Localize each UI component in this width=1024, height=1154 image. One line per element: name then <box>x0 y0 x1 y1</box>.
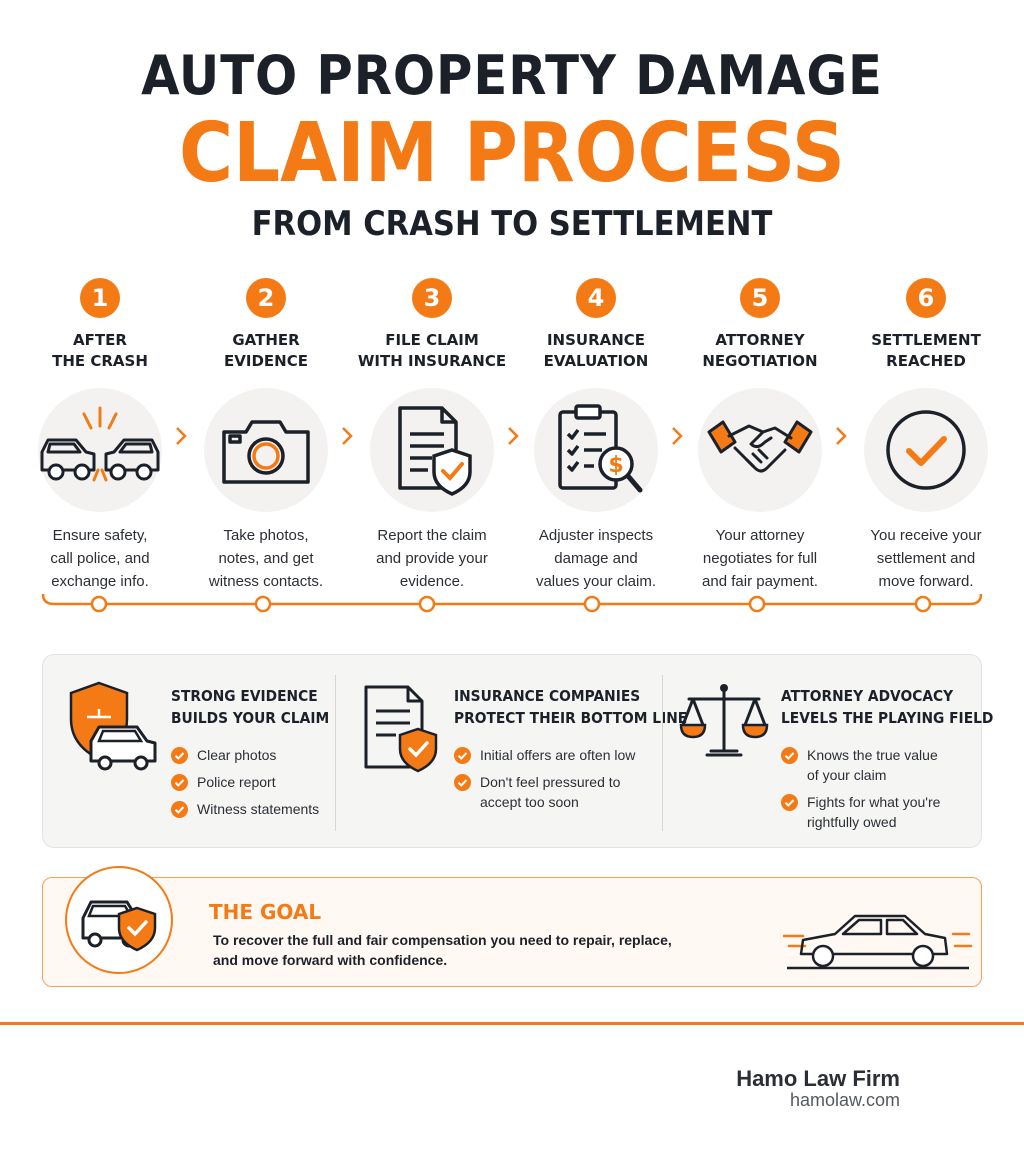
website-link[interactable]: hamolaw.com <box>789 1090 900 1110</box>
chevron-right-icon <box>672 427 683 445</box>
firm-name: Hamo Law Firm <box>736 1066 900 1091</box>
handshake-icon <box>698 388 822 512</box>
list-item: Police report <box>171 772 319 792</box>
check-icon <box>454 747 471 764</box>
chevron-right-icon <box>836 427 847 445</box>
shield-car-icon <box>69 681 157 771</box>
step-number: 4 <box>576 278 616 318</box>
step-number: 1 <box>80 278 120 318</box>
title-line-2: CLAIM PROCESS <box>178 106 846 201</box>
step-number: 5 <box>740 278 780 318</box>
camera-icon <box>204 388 328 512</box>
check-icon <box>171 801 188 818</box>
scales-icon <box>679 684 769 757</box>
list-item: Clear photos <box>171 745 319 765</box>
title-line-3: FROM CRASH TO SETTLEMENT <box>251 204 773 244</box>
check-icon <box>454 774 471 791</box>
check-icon <box>171 747 188 764</box>
check-icon <box>781 794 798 811</box>
step-number: 3 <box>412 278 452 318</box>
checkmark-circle-icon <box>864 388 988 512</box>
step-number: 6 <box>906 278 946 318</box>
chevron-right-icon <box>176 427 187 445</box>
divider <box>662 675 663 831</box>
footer-divider <box>0 1022 1024 1025</box>
list-item: Witness statements <box>171 799 319 819</box>
clipboard-magnifier-icon: $ <box>534 388 658 512</box>
bullet-list: Clear photos Police report Witness state… <box>171 745 319 826</box>
goal-title: THE GOAL <box>209 900 322 924</box>
title-line-1: AUTO PROPERTY DAMAGE <box>141 44 883 107</box>
goal-box: THE GOAL To recover the full and fair co… <box>42 866 982 987</box>
chevron-right-icon <box>508 427 519 445</box>
car-shield-icon <box>65 866 173 974</box>
chevron-right-icon <box>342 427 353 445</box>
list-item: Initial offers are often low <box>454 745 635 765</box>
check-icon <box>781 747 798 764</box>
check-icon <box>171 774 188 791</box>
divider <box>335 675 336 831</box>
svg-text:$: $ <box>608 453 623 478</box>
timeline <box>41 593 983 613</box>
step-number: 2 <box>246 278 286 318</box>
document-shield-icon <box>364 685 438 773</box>
document-shield-icon <box>370 388 494 512</box>
bullet-list: Initial offers are often low Don't feel … <box>454 745 635 819</box>
moving-car-icon <box>783 914 973 970</box>
goal-text: To recover the full and fair compensatio… <box>213 932 672 968</box>
car-crash-icon <box>38 388 162 512</box>
